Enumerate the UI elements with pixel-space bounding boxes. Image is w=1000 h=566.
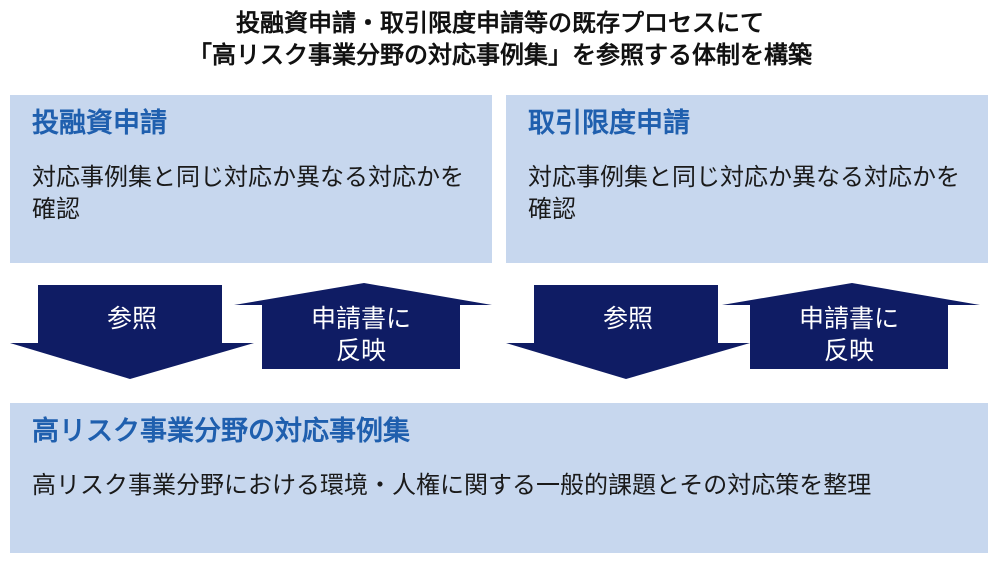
right-up-arrow-label-line-1: 申請書に <box>798 304 899 333</box>
left-down-arrow-shape <box>10 285 254 379</box>
investment-application-text: 対応事例集と同じ対応か異なる対応かを確認 <box>32 163 464 223</box>
investment-application-title: 投融資申請 <box>32 108 167 139</box>
case-collection-text: 高リスク事業分野における環境・人権に関する一般的課題とその対応策を整理 <box>32 471 872 499</box>
left-up-arrow-label-line-1: 申請書に <box>310 304 411 333</box>
left-down-arrow-label: 参照 <box>106 304 157 333</box>
case-collection-title: 高リスク事業分野の対応事例集 <box>32 416 410 447</box>
credit-limit-application-panel: 取引限度申請 対応事例集と同じ対応か異なる対応かを確認 <box>506 95 988 263</box>
right-up-arrow-shape <box>722 283 980 369</box>
left-reflect-up-arrow: 申請書に 反映 <box>234 283 492 369</box>
right-reflect-up-arrow: 申請書に 反映 <box>722 283 980 369</box>
credit-limit-application-text: 対応事例集と同じ対応か異なる対応かを確認 <box>528 163 960 223</box>
left-up-arrow-shape <box>234 283 492 369</box>
right-down-arrow-label: 参照 <box>602 304 653 333</box>
right-up-arrow-label-line-2: 反映 <box>823 336 874 365</box>
right-reference-down-arrow: 参照 <box>506 285 750 379</box>
case-collection-panel: 高リスク事業分野の対応事例集 高リスク事業分野における環境・人権に関する一般的課… <box>10 403 988 553</box>
left-reference-down-arrow: 参照 <box>10 285 254 379</box>
investment-application-panel: 投融資申請 対応事例集と同じ対応か異なる対応かを確認 <box>10 95 492 263</box>
left-up-arrow-label-line-2: 反映 <box>335 336 386 365</box>
right-down-arrow-shape <box>506 285 750 379</box>
page-title-line-2: 「高リスク事業分野の対応事例集」を参照する体制を構築 <box>188 41 812 69</box>
credit-limit-application-title: 取引限度申請 <box>528 108 690 139</box>
page-title-line-1: 投融資申請・取引限度申請等の既存プロセスにて <box>236 9 764 37</box>
